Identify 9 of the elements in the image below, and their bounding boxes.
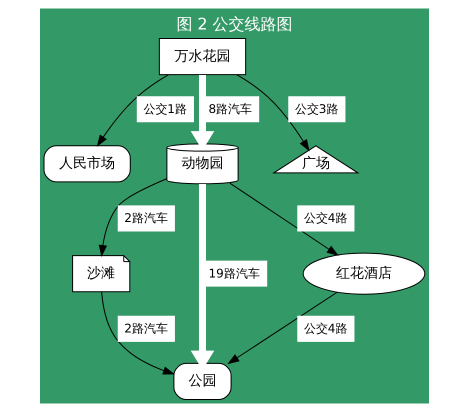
edge-label: 公交4路 xyxy=(304,321,348,336)
edge-label: 8路汽车 xyxy=(208,102,252,116)
edge-label: 公交3路 xyxy=(294,102,338,116)
edge-label: 2路汽车 xyxy=(124,211,168,226)
diagram-title: 图 2 公交线路图 xyxy=(176,14,293,34)
edge-label: 19路汽车 xyxy=(208,266,260,280)
edge-label: 2路汽车 xyxy=(124,321,168,336)
edge-label: 公交1路 xyxy=(143,102,187,116)
edge-label: 公交4路 xyxy=(304,211,348,226)
